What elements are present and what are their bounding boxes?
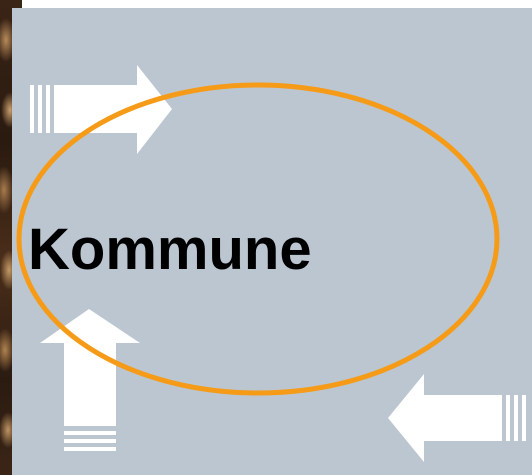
arrow-left-icon: [388, 374, 526, 462]
kommune-ellipse: [16, 82, 500, 396]
arrow-up-icon: [40, 309, 140, 451]
arrow-right-icon: [30, 65, 172, 154]
center-label: Kommune: [28, 217, 312, 282]
